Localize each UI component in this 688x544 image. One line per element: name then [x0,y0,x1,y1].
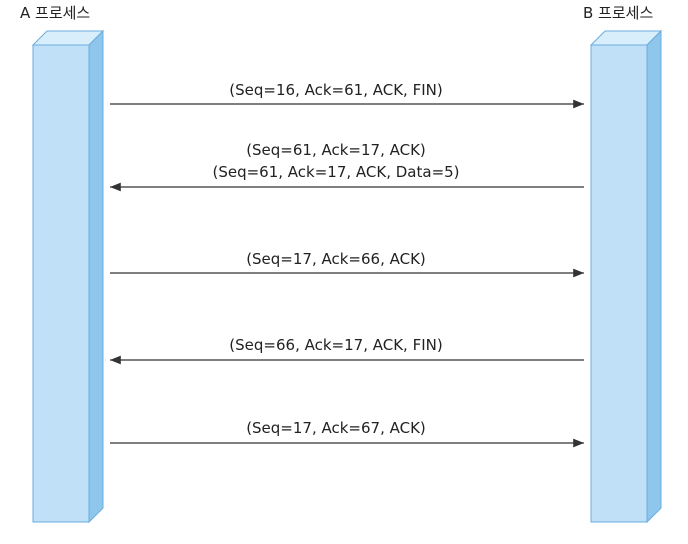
message-3: (Seq=17, Ack=66, ACK) [110,250,584,278]
message-5: (Seq=17, Ack=67, ACK) [110,419,584,448]
message-2-label-line-2: (Seq=61, Ack=17, ACK, Data=5) [212,163,459,181]
message-4-label: (Seq=66, Ack=17, ACK, FIN) [229,336,442,354]
lifeline-b-front [590,44,648,523]
message-4: (Seq=66, Ack=17, ACK, FIN) [110,336,584,365]
participant-b-label: B 프로세스 [583,4,653,22]
message-3-label: (Seq=17, Ack=66, ACK) [246,250,426,268]
lifeline-a-front [32,44,90,523]
lifeline-a-side [88,29,104,524]
participant-a-label: A 프로세스 [20,4,90,22]
message-5-label: (Seq=17, Ack=67, ACK) [246,419,426,437]
message-2-label-line-1: (Seq=61, Ack=17, ACK) [246,141,426,159]
lifeline-b [589,29,663,524]
lifeline-a [31,29,105,524]
message-1-label: (Seq=16, Ack=61, ACK, FIN) [229,81,442,99]
message-2: (Seq=61, Ack=17, ACK) (Seq=61, Ack=17, A… [110,141,584,192]
lifeline-b-side [646,29,662,524]
message-1: (Seq=16, Ack=61, ACK, FIN) [110,81,584,109]
